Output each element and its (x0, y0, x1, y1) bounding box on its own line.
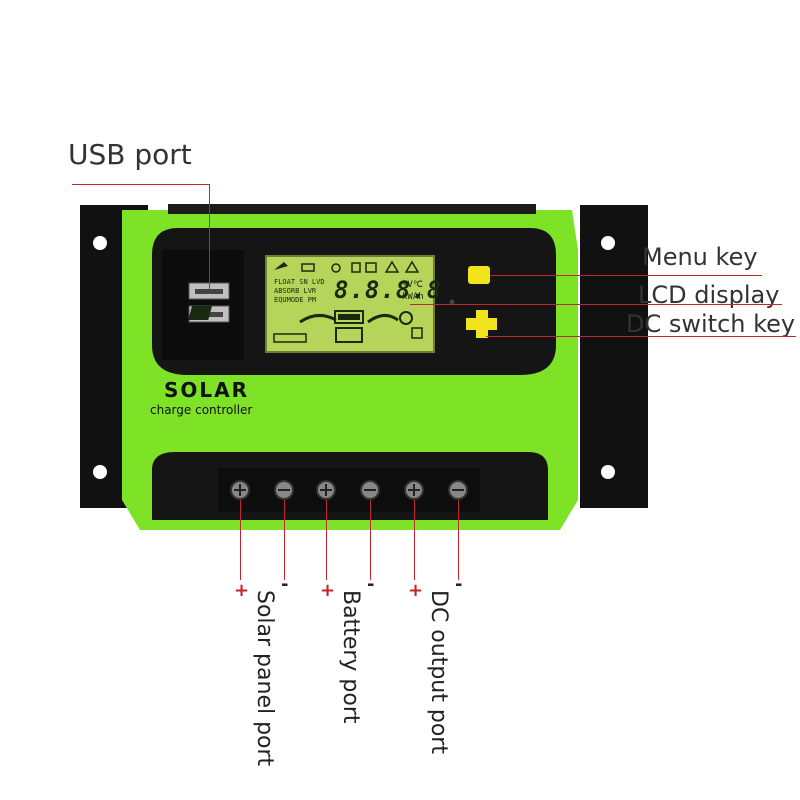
usb-port-label: USB port (68, 138, 192, 171)
terminal-line-4 (370, 500, 371, 580)
lcd-row-3: EQUMODE PM (274, 296, 317, 304)
top-rim (168, 204, 536, 214)
terminal-screws (230, 480, 468, 500)
right-mounting-flange (580, 205, 648, 508)
dc-switch-key-shape (466, 310, 497, 338)
terminal-sign-3: + (320, 580, 336, 601)
usb-socket-1-tongue (195, 289, 223, 294)
usb-housing (162, 250, 244, 360)
terminal-line-6 (458, 500, 459, 580)
terminal-sign-4: - (367, 574, 375, 595)
mounting-hole-top-right (601, 236, 615, 250)
lcd-unit-bottom: kWAh (402, 292, 424, 302)
terminal-line-1 (240, 500, 241, 580)
terminal-line-5 (414, 500, 415, 580)
usb-callout-line-h (72, 184, 210, 185)
terminal-line-2 (284, 500, 285, 580)
lcd-callout-line (410, 304, 782, 305)
menu-key-label: Menu key (642, 243, 758, 271)
lcd-screen (265, 255, 435, 353)
mounting-hole-top-left (93, 236, 107, 250)
terminal-sign-2: - (281, 574, 289, 595)
menu-key-callout-line (490, 275, 762, 276)
dc-switch-key-label: DC switch key (626, 310, 796, 338)
usb-callout-line-v (209, 184, 210, 290)
terminal-block (218, 468, 480, 512)
terminal-sign-5: + (408, 580, 424, 601)
solar-panel-port-label: Solar panel port (252, 590, 277, 767)
battery-port-label: Battery port (338, 590, 363, 724)
terminal-line-3 (326, 500, 327, 580)
mounting-hole-bottom-left (93, 465, 107, 479)
brand-subtitle: charge controller (150, 403, 253, 417)
terminal-sign-1: + (234, 580, 250, 601)
lcd-row-1: FLOAT SN LVD (274, 278, 325, 286)
terminal-sign-6: - (455, 574, 463, 595)
lcd-digits: 8.8.8.8 (334, 276, 443, 304)
lcd-unit-top: %V℃ (402, 280, 423, 290)
brand-logo: SOLAR (164, 378, 250, 402)
dc-output-port-label: DC output port (426, 590, 451, 754)
menu-key-shape (468, 266, 490, 284)
dc-switch-callout-line (486, 336, 796, 337)
lcd-row-2: ABSORB LVR (274, 287, 317, 295)
mounting-hole-bottom-right (601, 465, 615, 479)
